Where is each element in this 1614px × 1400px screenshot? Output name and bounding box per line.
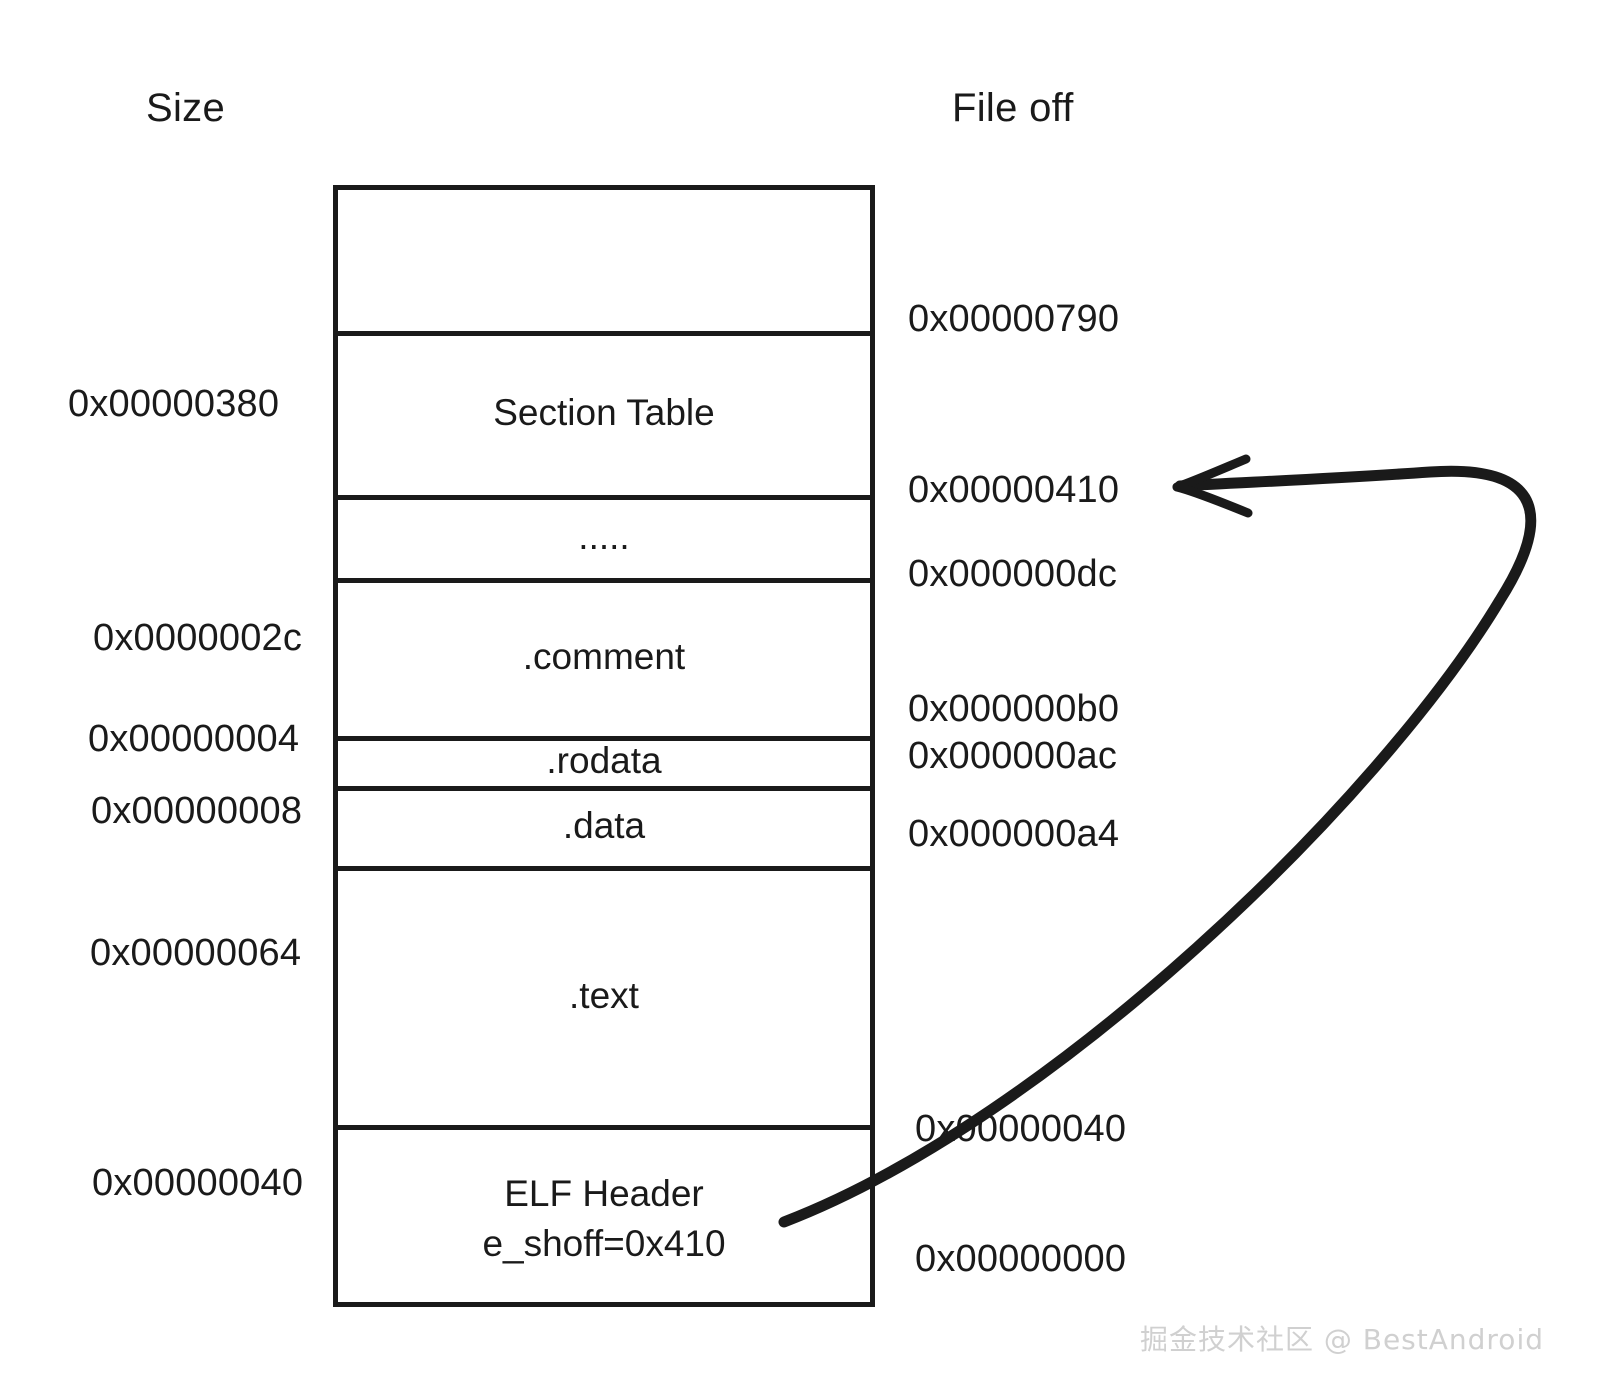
file-off-label-0xac: 0x000000ac (908, 735, 1118, 777)
row-label: .text (569, 974, 639, 1016)
size-label-comment: 0x0000002c (93, 617, 303, 659)
size-label-section-table: 0x00000380 (68, 383, 280, 425)
file-off-label-0x40: 0x00000040 (915, 1108, 1127, 1150)
file-off-label-0x790: 0x00000790 (908, 298, 1120, 340)
file-off-label-0x00: 0x00000000 (915, 1238, 1127, 1280)
column-header-size: Size (146, 86, 226, 130)
row-label: ELF Header e_shoff=0x410 (482, 1172, 726, 1264)
row-divider (338, 578, 870, 583)
row-rodata: .rodata (338, 736, 870, 786)
row-divider (338, 866, 870, 871)
size-label-text: 0x00000064 (90, 932, 302, 974)
row-comment: .comment (338, 578, 870, 736)
size-label-data: 0x00000008 (91, 790, 303, 832)
row-label: Section Table (493, 392, 715, 434)
row-data: .data (338, 786, 870, 866)
row-label: .rodata (546, 740, 662, 782)
file-off-label-0xb0: 0x000000b0 (908, 688, 1120, 730)
row-label: .comment (522, 636, 686, 678)
row-label: .data (562, 805, 646, 847)
file-off-label-0xdc: 0x000000dc (908, 553, 1118, 595)
row-ellipsis: ..... (338, 495, 870, 578)
size-label-elf-header: 0x00000040 (92, 1162, 304, 1204)
file-off-label-0xa4: 0x000000a4 (908, 813, 1120, 855)
row-divider (338, 736, 870, 741)
row-divider (338, 331, 870, 336)
watermark: 掘金技术社区 @ BestAndroid (1139, 1323, 1544, 1356)
row-elf-header: ELF Header e_shoff=0x410 (338, 1125, 870, 1312)
file-off-label-0x410: 0x00000410 (908, 469, 1120, 511)
size-label-rodata: 0x00000004 (88, 718, 300, 760)
row-text: .text (338, 866, 870, 1125)
column-header-file-off: File off (952, 86, 1074, 130)
row-top-padding (338, 190, 870, 331)
row-divider (338, 1125, 870, 1130)
row-divider (338, 495, 870, 500)
elf-layout-column: Section Table ..... .comment .rodata .da… (333, 185, 875, 1307)
row-label: ..... (578, 515, 630, 557)
row-section-table: Section Table (338, 331, 870, 495)
row-divider (338, 786, 870, 791)
